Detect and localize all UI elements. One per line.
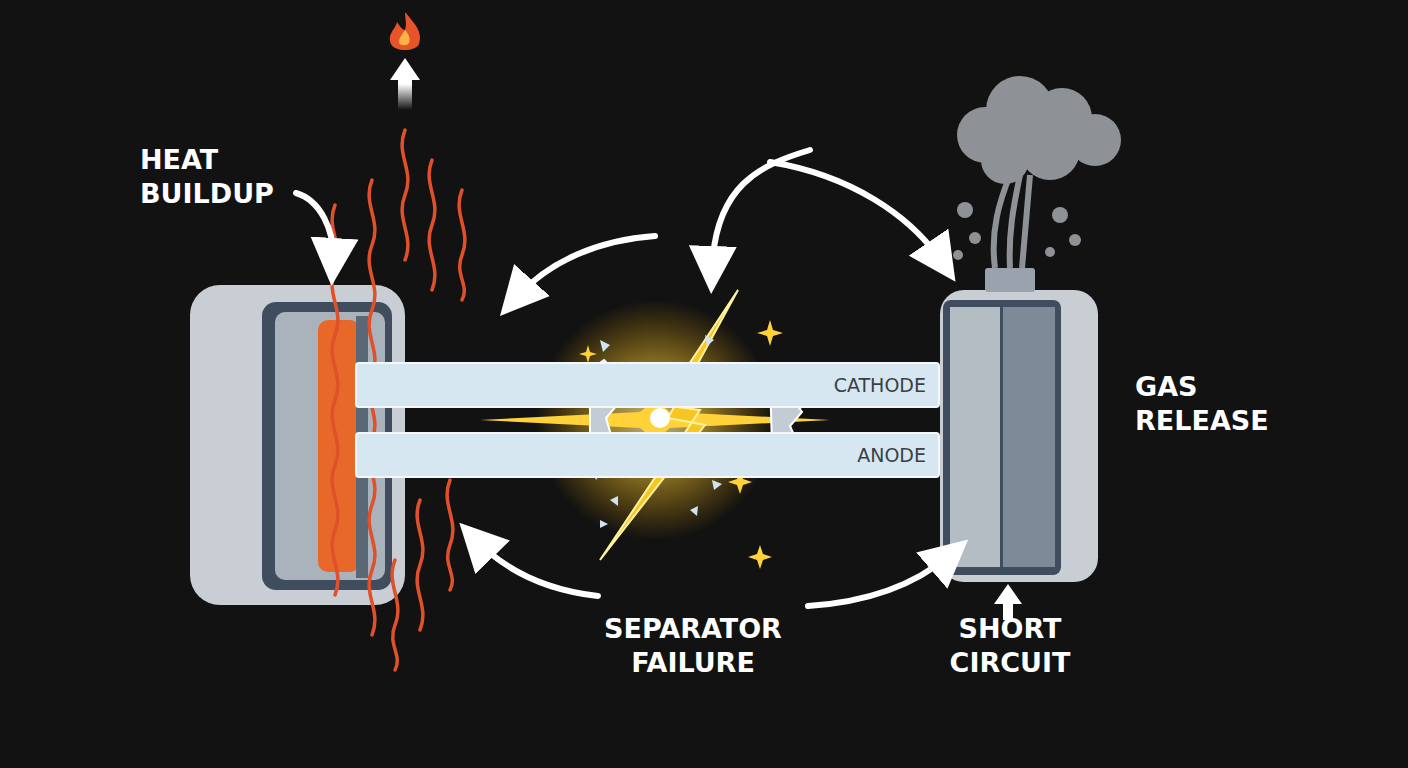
- anode-bar: ANODE: [355, 432, 940, 478]
- heat-buildup-label: HEAT BUILDUP: [140, 143, 274, 211]
- short-circuit-label: SHORT CIRCUIT: [950, 612, 1071, 680]
- electrode-label: CATHODE: [822, 374, 938, 396]
- electrode-label: ANODE: [845, 444, 938, 466]
- separator-failure-label: SEPARATOR FAILURE: [604, 612, 782, 680]
- cathode-bar: CATHODE: [355, 362, 940, 408]
- gas-release-label: GAS RELEASE: [1135, 370, 1269, 438]
